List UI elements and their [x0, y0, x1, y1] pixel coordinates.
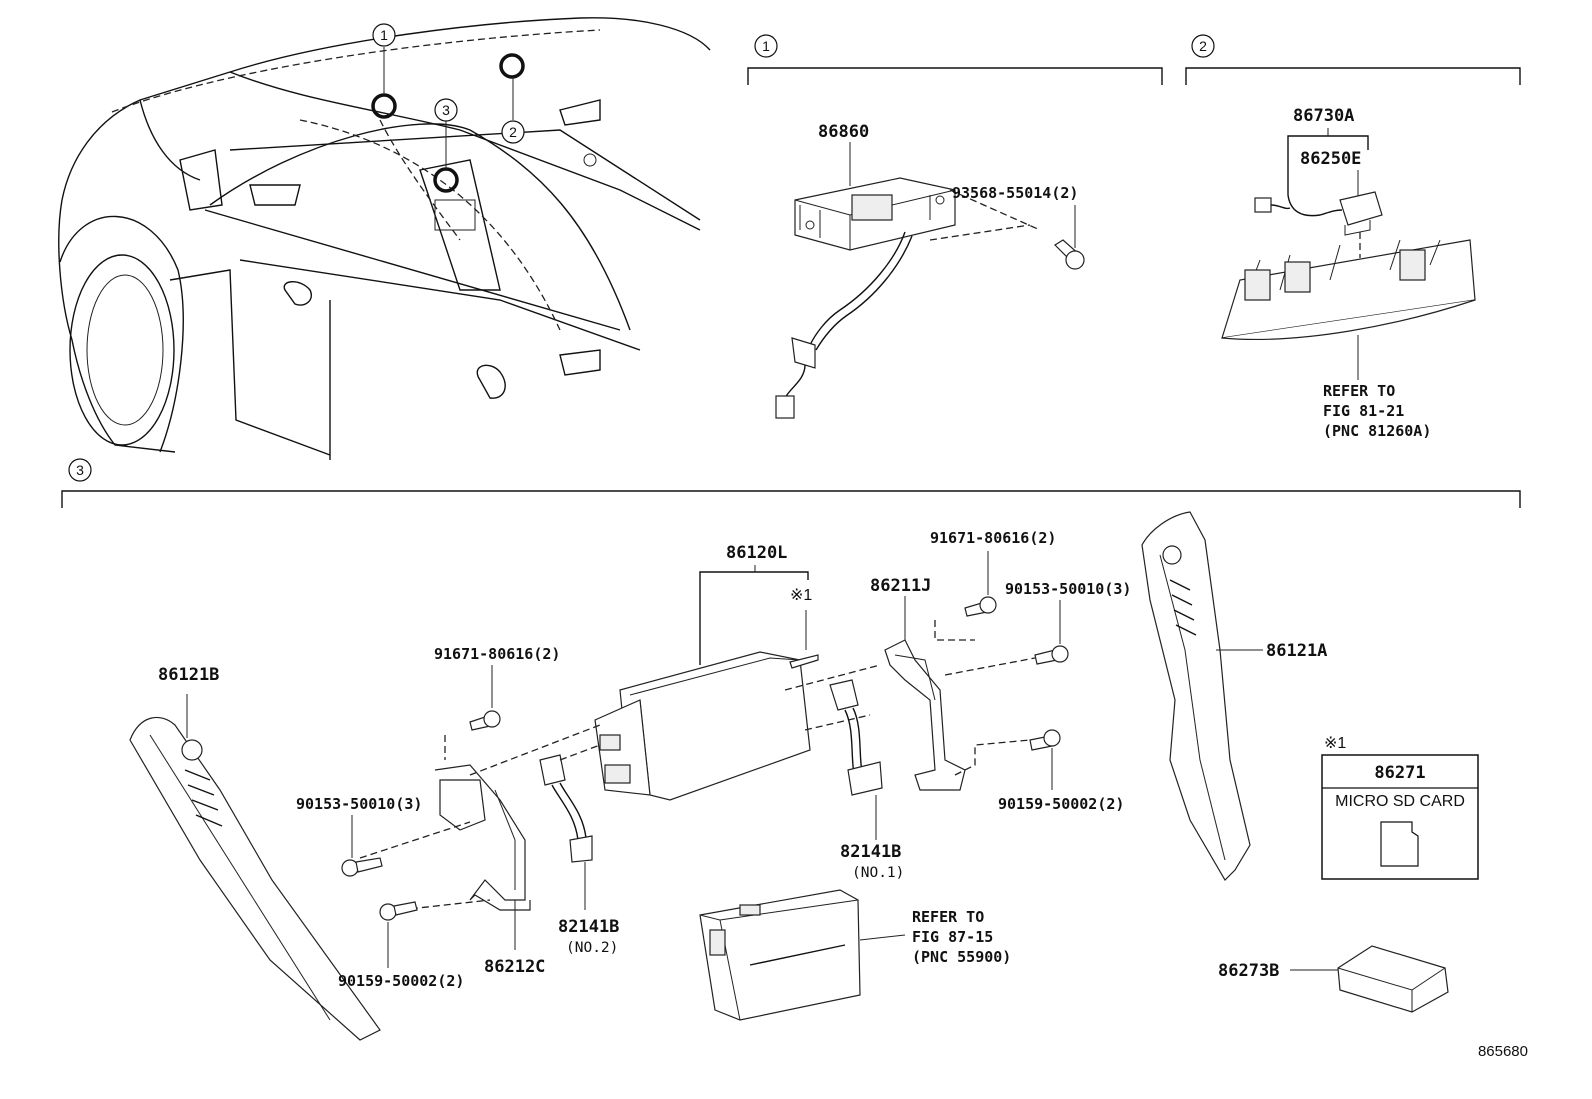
location-callout-1: 1 — [372, 23, 396, 47]
svg-text:2: 2 — [1199, 38, 1207, 54]
label-86120L: 86120L — [726, 543, 787, 563]
label-86121A: 86121A — [1266, 641, 1327, 661]
disc-player-unit — [699, 889, 906, 1021]
section-2-refer-line1: REFER TO — [1323, 382, 1395, 400]
label-86860: 86860 — [818, 122, 869, 142]
micro-sd-card-box: ※1 86271 MICRO SD CARD — [1321, 735, 1479, 880]
label-86250E: 86250E — [1300, 149, 1361, 169]
label-86730A: 86730A — [1293, 106, 1354, 126]
label-82141B-no1: 82141B — [840, 842, 901, 862]
section-2-microphone-assy — [1221, 128, 1476, 380]
label-86211J: 86211J — [870, 576, 931, 596]
section-3-refer-line1: REFER TO — [912, 908, 984, 926]
note-marker-1-unit: ※1 — [790, 587, 812, 604]
note-marker-1-box: ※1 — [1324, 735, 1346, 752]
label-86273B: 86273B — [1218, 961, 1279, 981]
vehicle-overview-illustration — [58, 17, 711, 460]
section-3-refer-line2: FIG 87-15 — [912, 928, 993, 946]
label-82141B-no2-sub: (NO.2) — [566, 940, 618, 956]
svg-text:3: 3 — [76, 462, 84, 478]
label-90159-left: 90159-50002(2) — [338, 972, 464, 990]
section-2-refer-line3: (PNC 81260A) — [1323, 422, 1431, 440]
diagram-id: 865680 — [1478, 1043, 1528, 1060]
section-2-refer-line2: FIG 81-21 — [1323, 402, 1404, 420]
sd-box-part-number: 86271 — [1374, 763, 1425, 783]
svg-text:3: 3 — [442, 102, 450, 118]
label-90153-left: 90153-50010(3) — [296, 795, 422, 813]
sd-card-case — [1290, 945, 1449, 1013]
sd-card-icon — [1380, 821, 1419, 867]
label-90159-right: 90159-50002(2) — [998, 795, 1124, 813]
label-82141B-no1-sub: (NO.1) — [852, 865, 904, 881]
right-bracket-assembly — [884, 551, 1069, 791]
svg-text:93568-55014(2): 93568-55014(2) — [952, 184, 1078, 202]
section-2-bracket: 2 — [1185, 34, 1521, 85]
section-1-bracket: 1 — [747, 34, 1163, 85]
svg-text:1: 1 — [762, 38, 770, 54]
right-trim-panel — [1141, 511, 1263, 881]
label-86212C: 86212C — [484, 957, 545, 977]
svg-text:2: 2 — [509, 124, 517, 140]
sd-box-title: MICRO SD CARD — [1335, 793, 1465, 810]
label-82141B-no2: 82141B — [558, 917, 619, 937]
label-86121B: 86121B — [158, 665, 219, 685]
wire-harness-no1 — [829, 679, 883, 840]
navigation-receiver-unit — [469, 565, 881, 801]
section-1-antenna-module: 93568-55014(2) — [775, 177, 1085, 419]
section-3-bracket: 3 — [61, 458, 1521, 508]
left-trim-panel — [129, 694, 381, 1041]
section-3-refer-line3: (PNC 55900) — [912, 948, 1011, 966]
label-91671-left: 91671-80616(2) — [434, 645, 560, 663]
label-90153-right: 90153-50010(3) — [1005, 580, 1131, 598]
location-callout-3: 3 — [434, 98, 458, 122]
location-callout-2: 2 — [501, 120, 525, 144]
svg-text:1: 1 — [380, 27, 388, 43]
label-91671-right: 91671-80616(2) — [930, 529, 1056, 547]
left-bracket-assembly — [341, 665, 531, 968]
wire-harness-no2 — [539, 754, 593, 910]
